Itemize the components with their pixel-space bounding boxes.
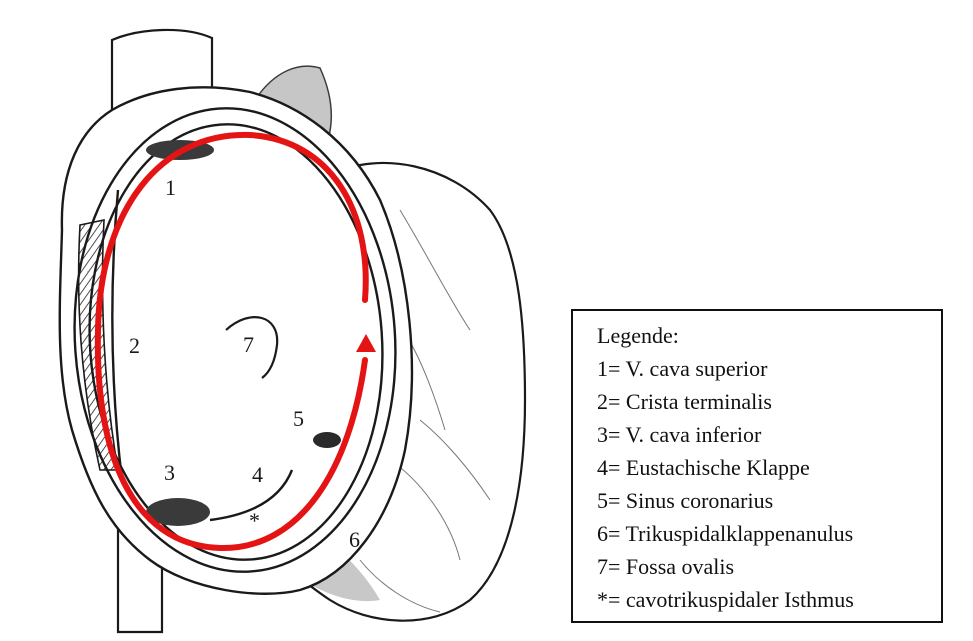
- legend-entry-3: 3= V. cava inferior: [597, 418, 931, 451]
- legend-box: Legende: 1= V. cava superior 2= Crista t…: [571, 309, 943, 623]
- label-5: 5: [293, 406, 304, 431]
- label-7: 7: [243, 332, 254, 357]
- sinus-coronarius-ostium: [313, 432, 341, 448]
- legend-entry-7: 7= Fossa ovalis: [597, 550, 931, 583]
- legend-title: Legende:: [597, 319, 931, 352]
- legend-entry-5: 5= Sinus coronarius: [597, 484, 931, 517]
- legend-entry-isthmus: *= cavotrikuspidaler Isthmus: [597, 583, 931, 616]
- label-4: 4: [252, 462, 263, 487]
- label-2: 2: [129, 333, 140, 358]
- label-6: 6: [349, 527, 360, 552]
- legend-entry-2: 2= Crista terminalis: [597, 385, 931, 418]
- label-3: 3: [164, 460, 175, 485]
- legend-entry-1: 1= V. cava superior: [597, 352, 931, 385]
- legend-entry-4: 4= Eustachische Klappe: [597, 451, 931, 484]
- label-1: 1: [165, 175, 176, 200]
- label-isthmus: *: [249, 508, 260, 533]
- legend-entry-6: 6= Trikuspidalklappenanulus: [597, 517, 931, 550]
